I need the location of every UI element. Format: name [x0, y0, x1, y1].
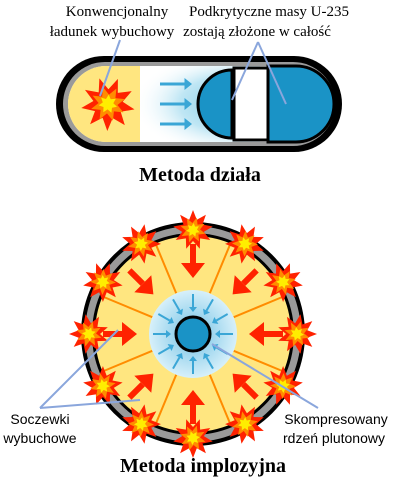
plutonium-core [174, 315, 212, 353]
lens-label-line1: Soczewki [10, 411, 69, 427]
implosion-arrow-3-shaft [205, 356, 214, 370]
uranium-target [266, 64, 336, 144]
implosion-shock-8-head [232, 275, 252, 295]
implosion-shock-7-head [181, 263, 205, 278]
gun-arrow-1-head [184, 78, 192, 90]
uranium-projectile [196, 68, 234, 140]
implosion-shock-4-shaft [127, 382, 145, 400]
uranium-gap [232, 66, 270, 142]
implosion-arrow-3-head [203, 353, 210, 360]
implosion-burst-9-yellow [96, 379, 110, 393]
implosion-arrow-8-head [167, 317, 174, 324]
gun-arrows [160, 78, 192, 130]
implosion-burst-1-yellow [186, 223, 200, 237]
implosion-burst-2-yellow [238, 237, 252, 251]
lens-pointer-b [39, 399, 141, 409]
implosion-shock-1-head [249, 322, 264, 346]
lens-pointer-a [39, 329, 119, 409]
implosion-burst-11-yellow [96, 275, 110, 289]
implosion-shock-6-shaft [127, 268, 145, 286]
implosion-shock-2-head [232, 373, 252, 393]
implosion-arrow-12-head [212, 317, 219, 324]
implosion-burst-8-yellow [134, 417, 148, 431]
core-pointer [211, 343, 319, 409]
lens-divider-8 [233, 295, 284, 319]
lens-dividers [102, 243, 284, 425]
lens-divider-2 [208, 374, 232, 425]
implosion-arrow-9-head [176, 308, 183, 315]
implosion-arrow-5-head [176, 353, 183, 360]
lens-divider-4 [102, 349, 153, 373]
implosion-arrow-11-shaft [205, 298, 214, 312]
implosion-shock-8-shaft [241, 268, 259, 286]
implosion-caption: Metoda implozyjna [120, 455, 286, 477]
implosion-arrow-4-head [189, 356, 197, 361]
gun-pointer-right-b [257, 41, 287, 105]
gun-pointer-right-a [231, 41, 259, 101]
implosion-arrow-6-shaft [157, 346, 171, 355]
implosion-burst-10-yellow [82, 327, 96, 341]
implosion-arrow-1-head [215, 330, 220, 338]
gun-pointer-left [99, 39, 121, 97]
implosion-arrow-8-shaft [157, 313, 171, 322]
implosion-arrow-9-shaft [172, 298, 181, 312]
gun-flame [81, 78, 135, 131]
lens-divider-1 [233, 349, 284, 373]
lens-divider-5 [102, 295, 153, 319]
implosion-arrow-11-head [203, 308, 210, 315]
implosion-burst-4-yellow [290, 327, 304, 341]
implosion-type-diagram: Soczewki wybuchowe Skompresowany rdzeń p… [2, 210, 388, 477]
gun-type-diagram: Konwencjonalny ładunek wybuchowy Podkryt… [50, 4, 349, 186]
gun-label-left-line2: ładunek wybuchowy [50, 24, 175, 40]
implosion-shock-2-shaft [241, 382, 259, 400]
gun-label-right-line2: zostają złożone w całość [183, 24, 331, 40]
implosion-shock-5-head [122, 322, 137, 346]
implosion-arrow-10-head [189, 307, 197, 312]
lens-label-line2: wybuchowe [2, 430, 76, 446]
implosion-arrow-6-head [167, 344, 174, 351]
implosion-burst-6-yellow [238, 417, 252, 431]
implosion-burst-7-yellow [186, 431, 200, 445]
implosion-shock-4-head [134, 373, 154, 393]
gun-burst-yellow [98, 94, 117, 113]
gun-arrow-2-head [184, 98, 192, 110]
implosion-arrow-7-head [166, 330, 171, 338]
gun-label-right-line1: Podkrytyczne masy U-235 [189, 4, 349, 20]
implosion-arrow-12-shaft [215, 313, 229, 322]
core-label-line2: rdzeń plutonowy [283, 430, 385, 446]
implosion-burst-12-yellow [134, 237, 148, 251]
core-label-line1: Skompresowany [284, 411, 388, 427]
gun-caption: Metoda działa [139, 164, 261, 186]
gun-label-left-line1: Konwencjonalny [66, 4, 169, 20]
implosion-shock-3-head [181, 390, 205, 405]
implosion-burst-3-yellow [276, 275, 290, 289]
lens-divider-7 [208, 243, 232, 294]
implosion-flames [69, 210, 317, 458]
implosion-arrow-5-shaft [172, 356, 181, 370]
lens-divider-6 [154, 243, 178, 294]
gun-arrow-3-head [184, 118, 192, 130]
lens-divider-3 [154, 374, 178, 425]
implosion-shock-6-head [134, 275, 154, 295]
